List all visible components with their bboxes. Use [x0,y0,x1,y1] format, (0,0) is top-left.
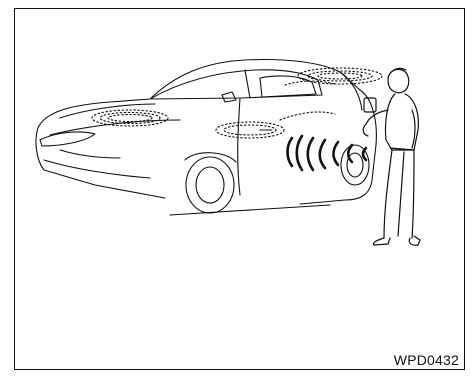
person-with-key-illustration [363,68,420,245]
figure-code-label: WPD0432 [394,352,459,368]
detection-range-dots [92,68,382,138]
car-illustration [36,60,376,216]
